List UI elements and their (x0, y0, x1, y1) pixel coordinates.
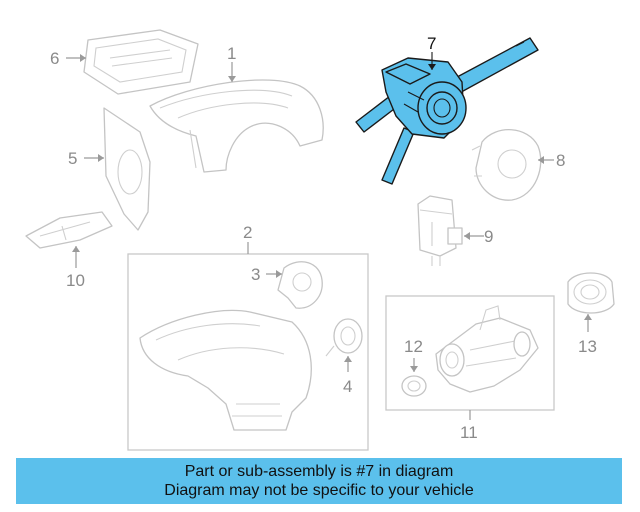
part-12 (401, 375, 427, 397)
part-11 (435, 305, 539, 393)
callout-10: 10 (66, 271, 85, 290)
banner-line-1: Part or sub-assembly is #7 in diagram (184, 463, 454, 480)
part-10 (25, 211, 113, 249)
callout-13: 13 (578, 337, 597, 356)
callout-12: 12 (404, 337, 423, 356)
callout-4: 4 (343, 377, 352, 396)
banner-line-2: Diagram may not be specific to your vehi… (164, 482, 474, 499)
info-banner: Part or sub-assembly is #7 in diagram Di… (16, 458, 622, 504)
callout-9: 9 (484, 227, 493, 246)
part-5 (103, 107, 151, 231)
callout-5: 5 (68, 149, 77, 168)
part-2 (139, 309, 312, 431)
part-7-combination-switch[interactable] (355, 37, 539, 185)
part-6 (83, 29, 199, 95)
callout-6: 6 (50, 49, 59, 68)
part-1 (149, 79, 324, 173)
callout-3: 3 (251, 265, 260, 284)
part-8 (471, 129, 542, 201)
callout-8: 8 (556, 151, 565, 170)
callout-1: 1 (227, 44, 236, 63)
part-3 (277, 261, 323, 309)
part-13 (567, 272, 615, 314)
part-9 (417, 195, 463, 266)
part-4 (325, 318, 363, 357)
callout-2: 2 (243, 223, 252, 242)
callout-11: 11 (460, 423, 478, 442)
callout-7: 7 (427, 34, 436, 53)
parts-diagram: 6 1 5 10 2 3 4 (25, 29, 615, 451)
